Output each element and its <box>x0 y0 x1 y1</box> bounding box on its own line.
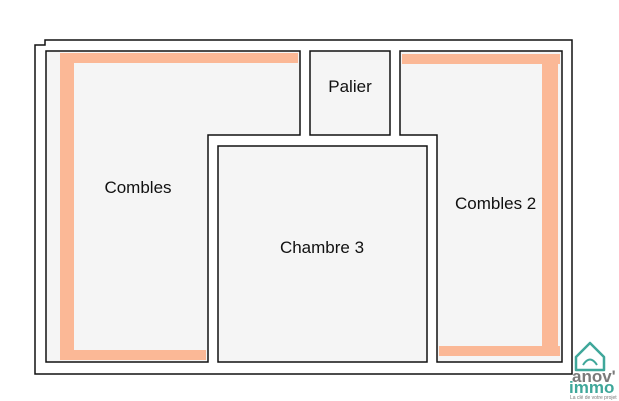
room-label-combles-2: Combles 2 <box>455 194 536 213</box>
band-combles-top <box>62 53 298 63</box>
band-combles2-bottom <box>439 346 560 356</box>
anov-immo-logo: anov' immo La clé de votre projet <box>569 341 617 401</box>
room-label-combles: Combles <box>104 178 171 197</box>
band-combles-left <box>60 53 74 360</box>
room-combles-2[interactable] <box>399 50 563 363</box>
low-ceiling-bands <box>60 53 560 360</box>
room-label-palier: Palier <box>328 77 372 96</box>
room-chambre-3[interactable] <box>217 145 428 363</box>
room-combles[interactable] <box>45 50 301 363</box>
room-palier[interactable] <box>309 50 391 136</box>
house-inner-icon <box>582 358 598 366</box>
band-combles2-right <box>542 62 558 356</box>
logo-tagline: La clé de votre projet <box>570 395 617 401</box>
band-combles-bottom <box>60 350 206 360</box>
logo-line-1: anov' <box>572 367 616 386</box>
logo-line-2: immo <box>569 378 614 397</box>
room-label-chambre-3: Chambre 3 <box>280 238 364 257</box>
band-combles2-top <box>402 54 560 64</box>
house-icon <box>574 341 606 372</box>
